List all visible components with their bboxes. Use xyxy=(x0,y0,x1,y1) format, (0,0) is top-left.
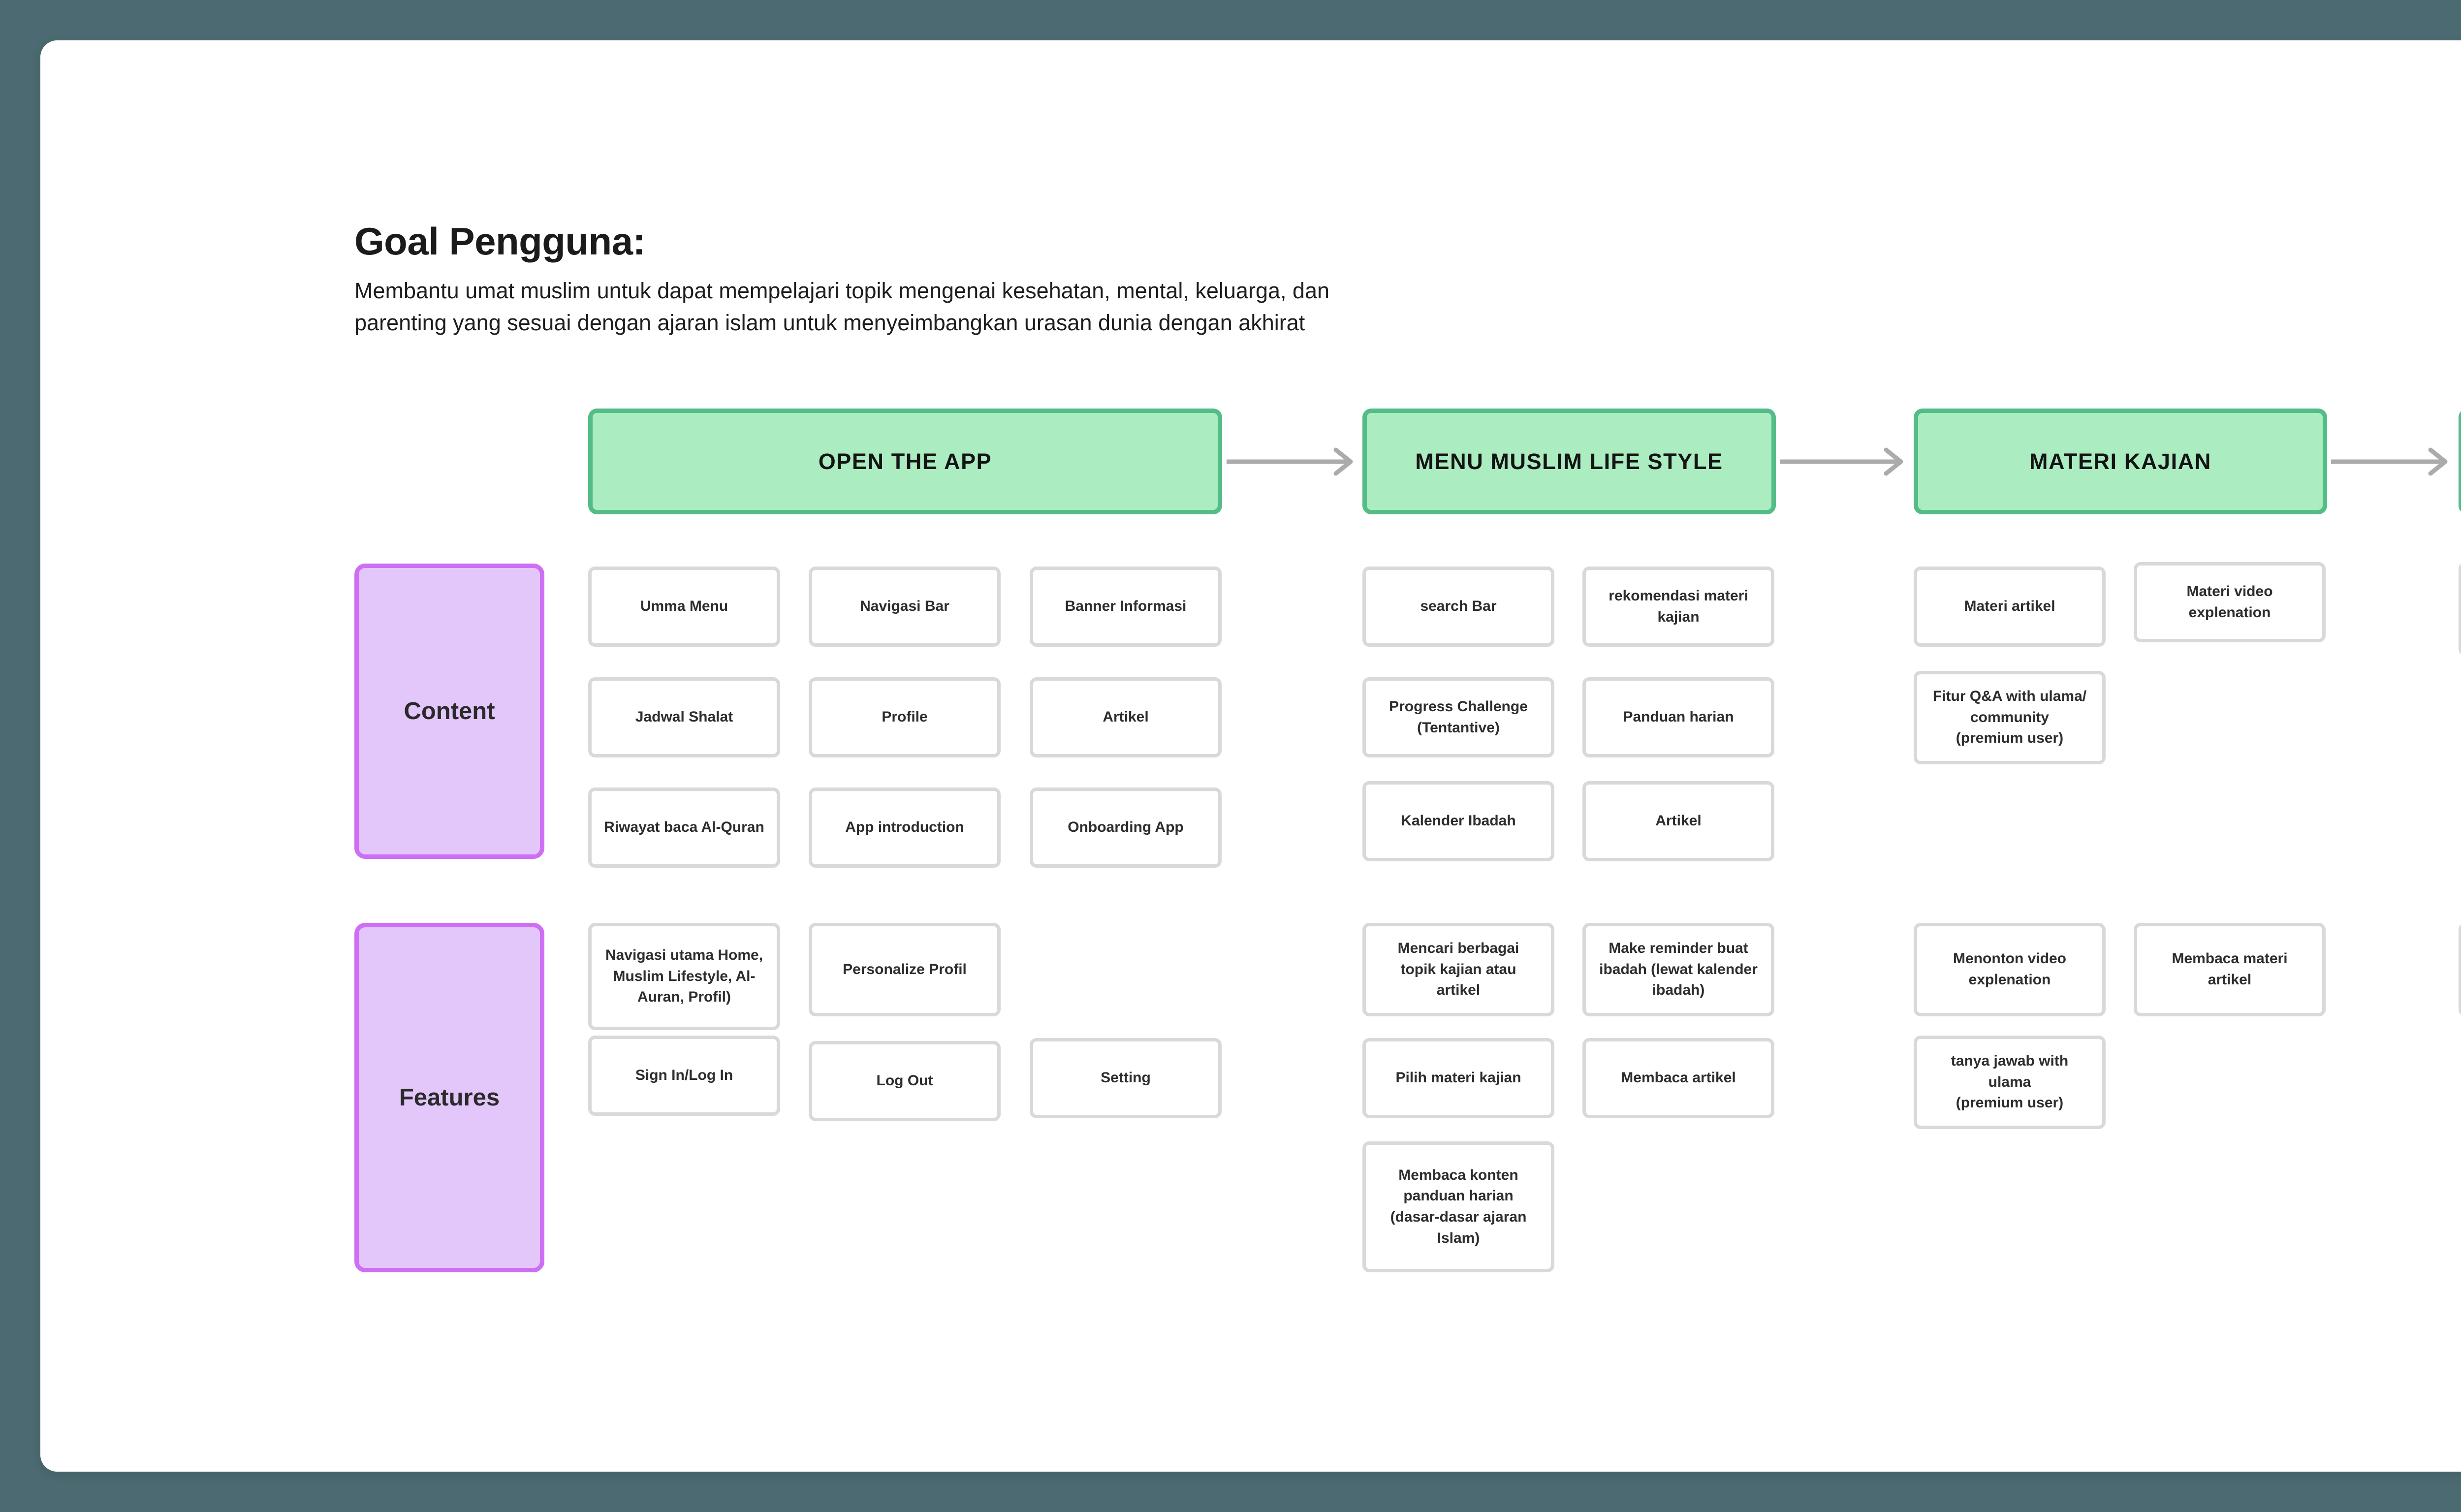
feature-card[interactable]: Setting xyxy=(1030,1038,1222,1118)
feature-card[interactable]: Make reminder buat ibadah (lewat kalende… xyxy=(1582,923,1774,1016)
card-label: tanya jawab with ulama (premium user) xyxy=(1951,1053,2069,1111)
feature-card[interactable]: Menonton video explenation xyxy=(1914,923,2106,1016)
feature-card[interactable]: Navigasi utama Home, Muslim Lifestyle, A… xyxy=(588,923,780,1030)
page-subtitle: Membantu umat muslim untuk dapat mempela… xyxy=(354,278,1330,336)
card-label: Materi video explenation xyxy=(2186,583,2273,621)
card-label: Personalize Profil xyxy=(843,961,967,977)
card-label: Navigasi utama Home, Muslim Lifestyle, A… xyxy=(605,947,763,1006)
card-label: Membaca materi artikel xyxy=(2172,950,2288,988)
phase-label: MATERI KAJIAN xyxy=(2029,448,2211,474)
feature-card[interactable]: Membaca materi artikel xyxy=(2134,923,2326,1016)
feature-card[interactable]: Mencari berbagai topik kajian atau artik… xyxy=(1362,923,1554,1016)
feature-card[interactable]: ikut challenge xyxy=(2459,923,2461,1016)
content-card[interactable]: Umma Menu xyxy=(588,567,780,647)
content-card[interactable]: Materi artikel xyxy=(1914,567,2106,647)
content-card[interactable]: Artikel xyxy=(1030,677,1222,757)
arrow-stage-1-to-2-icon xyxy=(1227,447,1359,476)
feature-card[interactable]: Sign In/Log In xyxy=(588,1036,780,1116)
content-card[interactable]: Profile xyxy=(809,677,1001,757)
card-label: Mencari berbagai topik kajian atau artik… xyxy=(1397,940,1519,999)
card-label: Onboarding App xyxy=(1068,819,1184,836)
card-label: search Bar xyxy=(1420,598,1497,615)
content-card[interactable]: Banner Informasi xyxy=(1030,567,1222,647)
phase-label: OPEN THE APP xyxy=(818,448,992,474)
card-label: Fitur Q&A with ulama/ community (premium… xyxy=(1932,688,2087,747)
card-label: Kalender Ibadah xyxy=(1401,813,1516,829)
card-label: Membaca artikel xyxy=(1621,1070,1736,1086)
content-card[interactable]: Progress Challenge (Tentantive) xyxy=(1362,677,1554,757)
content-card[interactable]: Jadwal Shalat xyxy=(588,677,780,757)
card-label: Materi artikel xyxy=(1964,598,2055,615)
content-card[interactable]: Kalender Ibadah xyxy=(1362,781,1554,861)
card-label: rekomendasi materi kajian xyxy=(1609,587,1748,625)
phase-box-take-challenge[interactable]: TAKE CHALLENGE xyxy=(2459,409,2461,514)
feature-card[interactable]: Personalize Profil xyxy=(809,923,1001,1016)
phase-box-materi-kajian[interactable]: MATERI KAJIAN xyxy=(1914,409,2327,514)
feature-card[interactable]: tanya jawab with ulama (premium user) xyxy=(1914,1036,2106,1129)
arrow-stage-3-to-4-icon xyxy=(2331,447,2454,476)
card-label: Pilih materi kajian xyxy=(1395,1070,1521,1086)
page-title: Goal Pengguna: xyxy=(354,220,646,263)
card-label: Navigasi Bar xyxy=(860,598,949,615)
content-card[interactable]: search Bar xyxy=(1362,567,1554,647)
arrow-stage-2-to-3-icon xyxy=(1780,447,1910,476)
card-label: Panduan harian xyxy=(1623,709,1734,725)
feature-card[interactable]: Log Out xyxy=(809,1041,1001,1121)
content-card[interactable]: Onboarding App xyxy=(1030,788,1222,868)
row-label-content: Content xyxy=(354,564,544,859)
feature-card[interactable]: Pilih materi kajian xyxy=(1362,1038,1554,1118)
card-label: Sign In/Log In xyxy=(635,1067,733,1084)
content-card[interactable]: rekomendasi materi kajian xyxy=(1582,567,1774,647)
feature-card[interactable]: Membaca artikel xyxy=(1582,1038,1774,1118)
card-label: Umma Menu xyxy=(640,598,728,615)
card-label: Membaca konten panduan harian (dasar-das… xyxy=(1390,1166,1527,1246)
card-label: Make reminder buat ibadah (lewat kalende… xyxy=(1599,940,1758,999)
card-label: Menonton video explenation xyxy=(1953,950,2066,988)
card-label: App introduction xyxy=(845,819,964,836)
card-label: Profile xyxy=(882,709,928,725)
content-card[interactable]: Navigasi Bar xyxy=(809,567,1001,647)
diagram-canvas: Goal Pengguna: Membantu umat muslim untu… xyxy=(40,40,2461,1472)
content-card[interactable]: challenge (kalo mau berkomitmen) xyxy=(2459,562,2461,656)
card-label: Progress Challenge (Tentantive) xyxy=(1389,698,1528,736)
feature-card[interactable]: Membaca konten panduan harian (dasar-das… xyxy=(1362,1141,1554,1272)
phase-label: MENU MUSLIM LIFE STYLE xyxy=(1415,448,1723,474)
card-label: Riwayat baca Al-Quran xyxy=(604,819,764,836)
content-card[interactable]: App introduction xyxy=(809,788,1001,868)
row-label-features-text: Features xyxy=(399,1084,500,1111)
phase-box-open-the-app[interactable]: OPEN THE APP xyxy=(588,409,1222,514)
content-card[interactable]: Materi video explenation xyxy=(2134,562,2326,642)
card-label: Log Out xyxy=(876,1072,933,1089)
row-label-features: Features xyxy=(354,923,544,1272)
goal-heading-block: Goal Pengguna: Membantu umat muslim untu… xyxy=(354,221,1634,339)
content-card[interactable]: Artikel xyxy=(1582,781,1774,861)
content-card[interactable]: Riwayat baca Al-Quran xyxy=(588,788,780,868)
content-card[interactable]: Panduan harian xyxy=(1582,677,1774,757)
card-label: Setting xyxy=(1101,1070,1151,1086)
row-label-content-text: Content xyxy=(404,698,495,724)
card-label: Jadwal Shalat xyxy=(635,709,733,725)
phase-box-menu-muslim-life-style[interactable]: MENU MUSLIM LIFE STYLE xyxy=(1362,409,1776,514)
content-card[interactable]: Fitur Q&A with ulama/ community (premium… xyxy=(1914,671,2106,764)
card-label: Banner Informasi xyxy=(1065,598,1187,615)
card-label: Artikel xyxy=(1655,813,1702,829)
card-label: Artikel xyxy=(1103,709,1149,725)
